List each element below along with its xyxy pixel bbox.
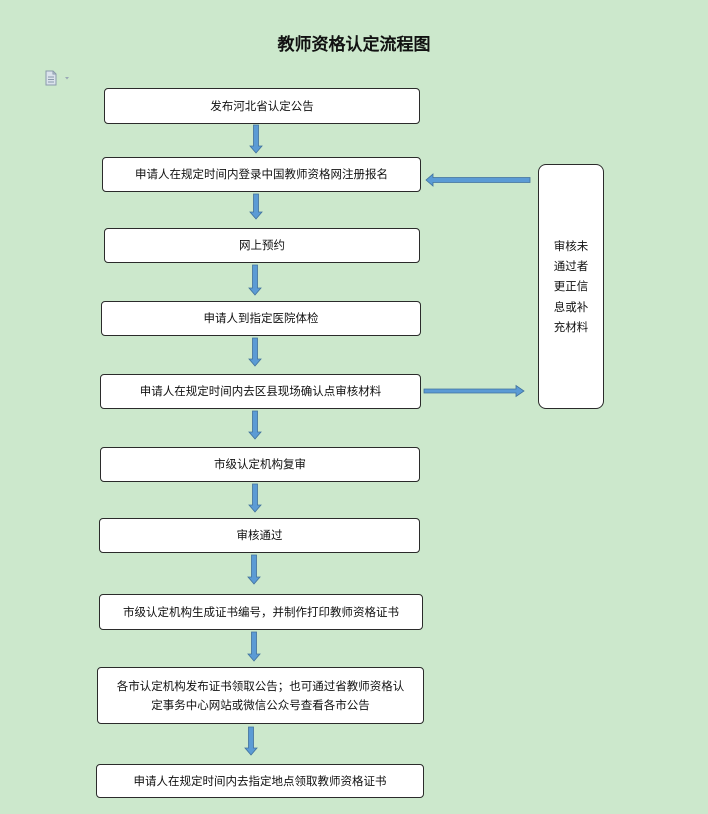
step-city-review: 市级认定机构复审 (100, 447, 420, 482)
step-label: 各市认定机构发布证书领取公告；也可通过省教师资格认定事务中心网站或微信公众号查看… (116, 679, 405, 712)
arrow-down-4 (248, 337, 262, 367)
arrow-down-8 (247, 631, 261, 662)
step-label: 审核通过 (236, 528, 283, 543)
arrow-down-3 (248, 264, 262, 296)
step-label: 发布河北省认定公告 (210, 98, 314, 113)
step-collection-notice: 各市认定机构发布证书领取公告；也可通过省教师资格认定事务中心网站或微信公众号查看… (97, 667, 424, 724)
document-icon[interactable] (45, 70, 71, 86)
step-label: 市级认定机构复审 (214, 457, 306, 472)
arrow-down-7 (247, 554, 261, 585)
step-online-appointment: 网上预约 (104, 228, 420, 263)
arrow-right-to-side-note (423, 384, 525, 398)
step-label: 申请人到指定医院体检 (203, 311, 319, 326)
step-certificate-printing: 市级认定机构生成证书编号，并制作打印教师资格证书 (99, 594, 423, 630)
arrow-down-1 (249, 124, 263, 154)
step-label: 申请人在规定时间内登录中国教师资格网注册报名 (135, 167, 388, 182)
step-online-registration: 申请人在规定时间内登录中国教师资格网注册报名 (102, 157, 421, 192)
step-label: 市级认定机构生成证书编号，并制作打印教师资格证书 (123, 604, 399, 619)
step-onsite-confirmation: 申请人在规定时间内去区县现场确认点审核材料 (100, 374, 421, 409)
step-label: 网上预约 (239, 238, 285, 253)
side-note-correction: 审核未通过者更正信息或补充材料 (538, 164, 604, 409)
side-note-label: 审核未通过者更正信息或补充材料 (553, 239, 589, 334)
arrow-down-5 (248, 410, 262, 440)
step-label: 申请人在规定时间内去区县现场确认点审核材料 (139, 384, 382, 399)
page-title: 教师资格认定流程图 (277, 35, 431, 55)
step-collect-certificate: 申请人在规定时间内去指定地点领取教师资格证书 (96, 764, 424, 798)
arrow-left-to-registration (425, 173, 531, 187)
arrow-down-9 (244, 726, 258, 756)
step-label: 申请人在规定时间内去指定地点领取教师资格证书 (133, 773, 387, 788)
arrow-down-2 (249, 193, 263, 220)
step-medical-exam: 申请人到指定医院体检 (101, 301, 421, 336)
step-approved: 审核通过 (99, 518, 420, 553)
arrow-down-6 (248, 483, 262, 513)
step-publish-notice: 发布河北省认定公告 (104, 88, 420, 124)
